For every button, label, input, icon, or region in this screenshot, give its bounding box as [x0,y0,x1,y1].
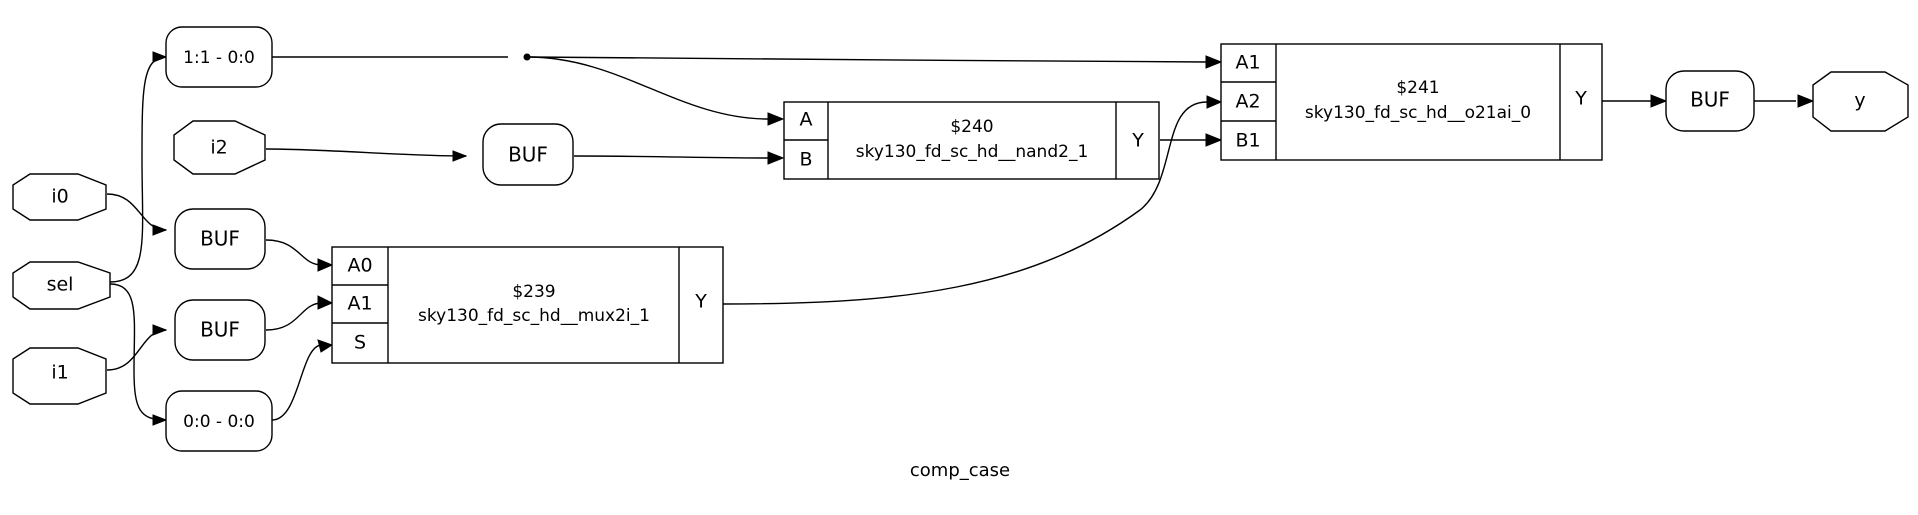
buf-node-i1[interactable]: BUF [174,299,266,361]
arrow-slice-top [152,51,168,63]
arrow-nand-b [767,151,785,165]
buf-node-i0-label: BUF [200,227,240,251]
cell-o21ai[interactable]: A1 A2 B1 $241 sky130_fd_sc_hd__o21ai_0 Y [1220,43,1603,161]
nand-cell-type: sky130_fd_sc_hd__nand2_1 [856,142,1089,162]
mux-cell-type: sky130_fd_sc_hd__mux2i_1 [418,306,650,326]
output-port-y-label: y [1854,90,1865,112]
input-port-i2-label: i2 [210,137,227,159]
wire-mux-y-to-o21ai-a2 [722,101,1208,305]
wires [106,56,1796,421]
o21ai-cell-id: $241 [1396,78,1439,98]
wire-sel-to-slice-bottom [109,283,167,421]
wire-junction-to-nand-a [527,56,769,120]
wire-i0-to-buf [106,193,167,231]
slice-node-top[interactable]: 1:1 - 0:0 [165,26,273,88]
input-port-i0-label: i0 [51,186,68,208]
input-port-sel[interactable]: sel [12,261,111,310]
input-port-i0[interactable]: i0 [12,173,107,221]
arrow-slice-bottom [152,414,168,426]
o21ai-cell-type: sky130_fd_sc_hd__o21ai_0 [1305,103,1531,123]
buf-node-i1-label: BUF [200,318,240,342]
mux-pin-a1: A1 [347,293,372,315]
wire-slice-bottom-to-mux-s [271,344,323,421]
wire-buf-to-mux-a0 [265,239,323,266]
output-port-y[interactable]: y [1812,71,1909,132]
arrow-buf-i1 [152,324,168,336]
input-port-i1[interactable]: i1 [12,347,107,405]
arrow-nand-a [767,112,785,126]
wire-buf-to-nand-b [573,155,769,159]
wire-junction-to-o21ai-a1 [527,56,1208,63]
arrow-mux-a1 [317,295,334,310]
arrow-y [1797,94,1815,108]
mux-cell-id: $239 [512,282,555,302]
junction-dot [523,53,531,61]
arrow-buf-i2 [452,150,468,162]
slice-node-bottom[interactable]: 0:0 - 0:0 [165,390,273,452]
mux-pin-a0: A0 [347,255,372,277]
arrow-o21ai-a2 [1206,95,1223,109]
arrow-o21ai-b1 [1205,133,1223,147]
arrowheads [152,51,1815,426]
wire-i1-to-buf [106,329,167,371]
arrow-mux-s [317,339,334,353]
mux-pin-y: Y [694,291,707,313]
input-port-sel-label: sel [47,274,74,296]
slice-node-top-label: 1:1 - 0:0 [183,48,255,68]
buf-node-i2-label: BUF [508,143,548,167]
buf-node-out-label: BUF [1690,88,1730,112]
mux-pin-s: S [354,332,366,354]
input-port-i2[interactable]: i2 [173,120,266,175]
o21ai-pin-a2: A2 [1235,91,1260,113]
arrow-mux-a0 [317,258,334,272]
o21ai-pin-y: Y [1574,88,1587,110]
wire-i2-to-buf [265,148,467,157]
arrow-buf-i0 [152,224,168,236]
cell-nand2[interactable]: A B $240 sky130_fd_sc_hd__nand2_1 Y [783,101,1160,180]
diagram-caption: comp_case [910,460,1010,481]
nand-pin-y: Y [1131,130,1144,152]
wire-buf-to-mux-a1 [265,302,323,331]
nand-cell-id: $240 [950,117,993,137]
arrow-o21ai-a1 [1205,55,1223,69]
o21ai-pin-b1: B1 [1235,130,1260,152]
arrow-buf-out [1650,94,1668,108]
buf-node-out[interactable]: BUF [1665,70,1755,132]
slice-node-bottom-label: 0:0 - 0:0 [183,412,255,432]
nand-pin-a: A [800,109,813,131]
wire-sel-to-slice-top [109,56,167,283]
buf-node-i2[interactable]: BUF [482,123,574,186]
input-port-i1-label: i1 [51,362,68,384]
o21ai-pin-a1: A1 [1235,52,1260,74]
cell-mux2i[interactable]: A0 A1 S $239 sky130_fd_sc_hd__mux2i_1 Y [331,246,724,364]
buf-node-i0[interactable]: BUF [174,208,266,270]
nand-pin-b: B [799,149,812,171]
